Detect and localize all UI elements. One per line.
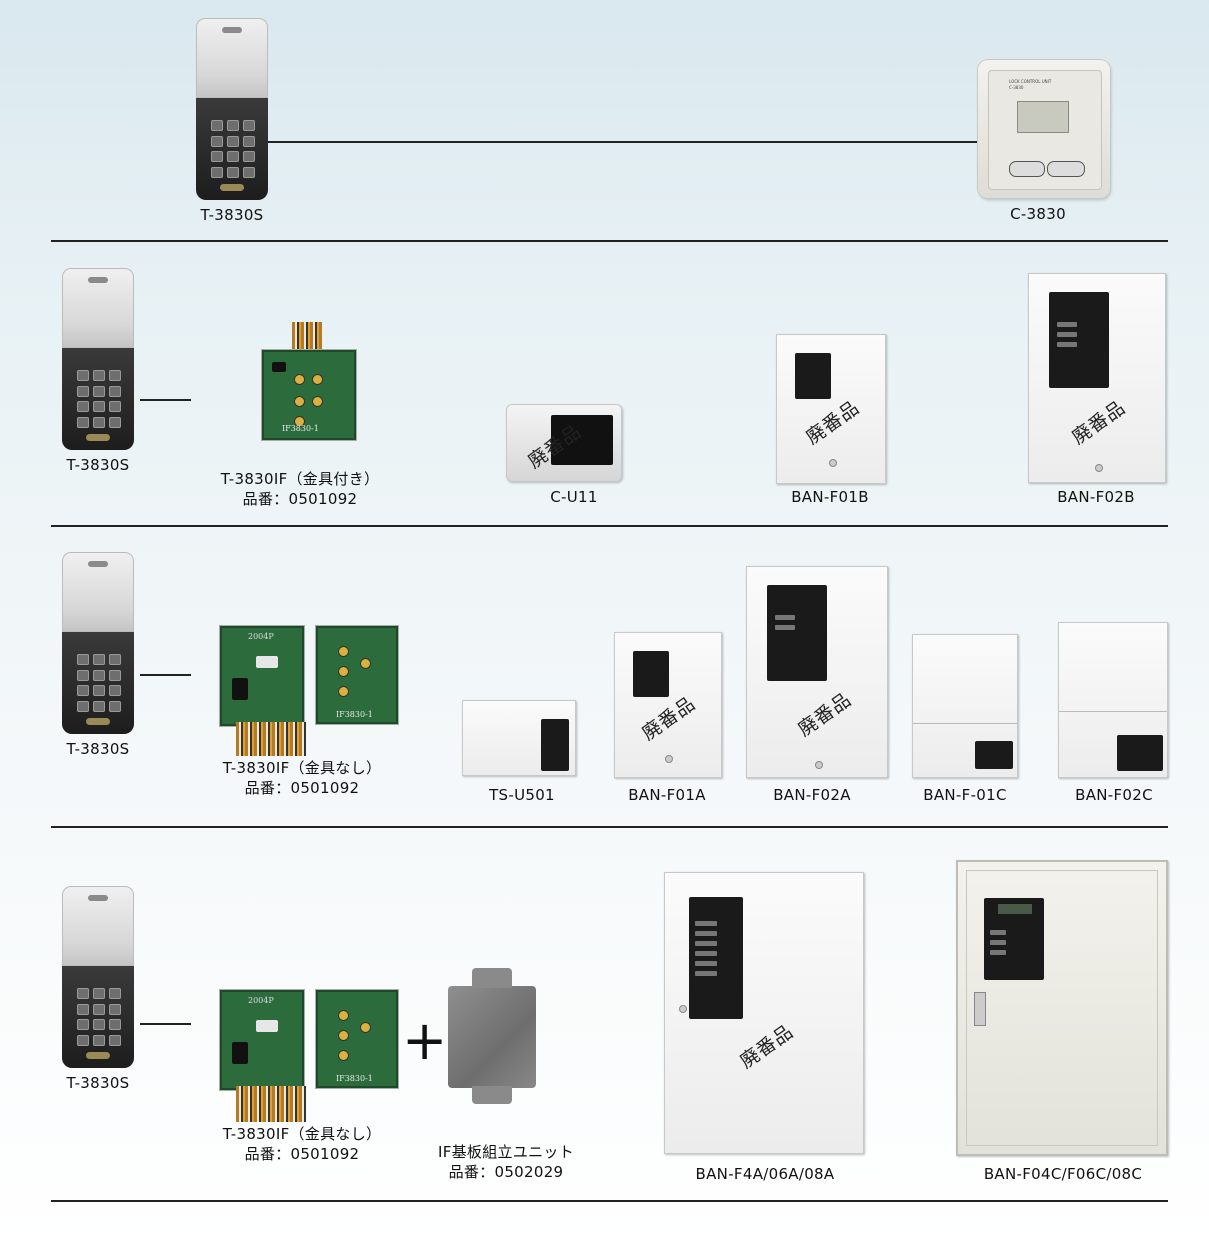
plus-sign: + [402,1009,448,1072]
controller-display [1017,101,1069,133]
interface-model: T-3830IF（金具なし） [222,1125,382,1143]
keypad-body [62,632,134,734]
caption-ban-f02a: BAN-F02A [773,786,851,804]
if-board-mounting-plate [448,968,536,1104]
keypad-body [62,966,134,1068]
unit-c-u11 [506,404,622,482]
connection-line-row2 [140,399,191,401]
row-separator-4 [51,1200,1168,1202]
keypad-body [196,98,268,200]
interface-part-number: 品番：0501092 [244,1145,360,1163]
caption-t3830s-row2: T-3830S [66,456,130,474]
keypad-body [62,348,134,450]
board-label: 2004P [248,632,274,641]
caption-if-unit: IF基板組立ユニット 品番：0502029 [420,1142,592,1182]
wire-harness [236,722,306,756]
caption-ban-f04c: BAN-F04C/F06C/08C [983,1165,1143,1183]
interface-board-with-bracket: IF3830-1 [262,350,356,440]
cabinet-ban-f04c [956,860,1168,1156]
row-separator-3 [51,826,1168,828]
caption-ban-f01b: BAN-F01B [791,488,869,506]
panel-ban-f02a [746,566,888,778]
controller-buttons [1009,161,1045,177]
panel-ban-f02c [1058,622,1168,778]
unit-part-number: 品番：0502029 [448,1163,564,1181]
caption-t3830s-row4: T-3830S [66,1074,130,1092]
wire-harness [292,322,322,350]
unit-name: IF基板組立ユニット [437,1143,575,1161]
interface-board-a-row4: 2004P [220,990,304,1090]
caption-ban-f02b: BAN-F02B [1057,488,1135,506]
connection-line-row4 [140,1023,191,1025]
keypad-t3830s-row1 [196,18,268,200]
controller-model-label: C-3830 [1009,85,1024,90]
caption-t3830if-no-bracket-row4: T-3830IF（金具なし） 品番：0501092 [214,1124,390,1164]
panel-ban-f02b [1028,273,1166,483]
interface-part-number: 品番：0501092 [242,490,358,508]
panel-ban-f01b [776,334,886,484]
caption-c3830: C-3830 [1010,205,1066,223]
row-separator-1 [51,240,1168,242]
caption-ban-f01a: BAN-F01A [628,786,706,804]
caption-t3830s-row3: T-3830S [66,740,130,758]
keypad-t3830s-row4 [62,886,134,1068]
keypad-t3830s-row2 [62,268,134,450]
caption-ban-f-01c: BAN-F-01C [923,786,1007,804]
keypad-cover [62,268,134,348]
panel-ban-f01a [614,632,722,778]
keypad-cover [196,18,268,98]
wire-harness [236,1086,306,1122]
controller-buttons-2 [1047,161,1085,177]
interface-model: T-3830IF（金具付き） [220,470,380,488]
keypad-cover [62,552,134,632]
board-label: 2004P [248,996,274,1005]
panel-ban-f-01c [912,634,1018,778]
interface-model: T-3830IF（金具なし） [222,759,382,777]
row-separator-2 [51,525,1168,527]
interface-board-b-row3: IF3830-1 [316,626,398,724]
keypad-t3830s-row3 [62,552,134,734]
board-label: IF3830-1 [336,1074,373,1083]
board-label: IF3830-1 [336,710,373,719]
unit-ts-u501 [462,700,576,776]
controller-faceplate: LOCK CONTROL UNIT C-3830 [988,70,1102,190]
connection-line-row3 [140,674,191,676]
caption-t3830if-no-bracket-row3: T-3830IF（金具なし） 品番：0501092 [214,758,390,798]
interface-part-number: 品番：0501092 [244,779,360,797]
board-label: IF3830-1 [282,424,319,433]
caption-c-u11: C-U11 [550,488,598,506]
caption-t3830s-row1: T-3830S [200,206,264,224]
caption-ban-f4a: BAN-F4A/06A/08A [695,1165,835,1183]
interface-board-b-row4: IF3830-1 [316,990,398,1088]
caption-t3830if-bracket: T-3830IF（金具付き） 品番：0501092 [212,469,388,509]
cabinet-ban-f4a [664,872,864,1154]
interface-board-a-row3: 2004P [220,626,304,726]
controller-title: LOCK CONTROL UNIT [1009,79,1052,84]
keypad-cover [62,886,134,966]
caption-ts-u501: TS-U501 [489,786,555,804]
caption-ban-f02c: BAN-F02C [1075,786,1153,804]
controller-c3830: LOCK CONTROL UNIT C-3830 [978,60,1110,198]
connection-line-row1 [268,141,980,143]
